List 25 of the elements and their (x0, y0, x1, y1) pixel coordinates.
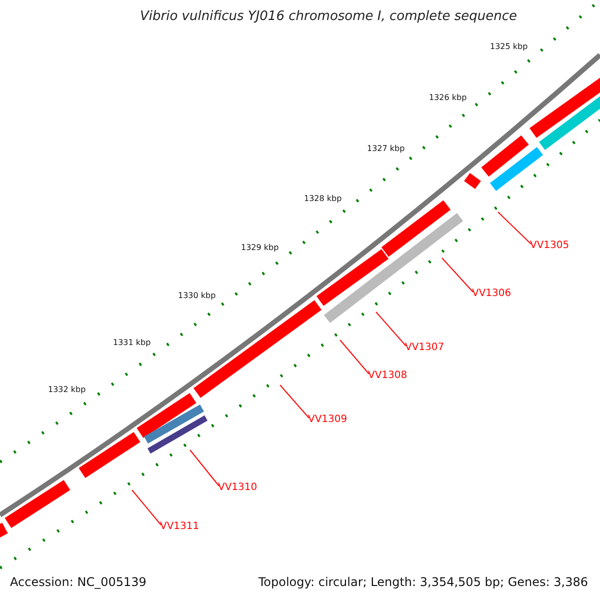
leader-line (340, 340, 370, 374)
leader-line (280, 384, 310, 418)
scale-label: 1327 kbp (367, 144, 405, 153)
gene-label: VV1310 (218, 482, 258, 493)
gene-label: VV1308 (368, 370, 408, 381)
scale-label: 1329 kbp (241, 243, 279, 252)
scale-label: 1331 kbp (113, 338, 151, 347)
gene-label: VV1307 (405, 342, 444, 353)
scale-label: 1328 kbp (304, 194, 342, 203)
scale-label: 1332 kbp (48, 385, 86, 394)
gene-label: VV1306 (472, 288, 512, 299)
gene-label: VV1305 (530, 240, 570, 251)
leader-line (190, 450, 220, 486)
gene-label: VV1309 (308, 414, 348, 425)
leader-line (442, 258, 474, 292)
scale-label: 1326 kbp (429, 93, 467, 102)
scale-label: 1330 kbp (178, 291, 216, 300)
chart-title: Vibrio vulnificus YJ016 chromosome I, complete sequence (140, 9, 518, 24)
leader-line (376, 312, 406, 346)
summary-text: Topology: circular; Length: 3,354,505 bp; Genes: 3,386 (258, 575, 588, 589)
accession-text: Accession: NC_005139 (10, 575, 146, 589)
leader-line (498, 212, 532, 244)
scale-label: 1325 kbp (490, 42, 528, 51)
gene-label: VV1311 (160, 521, 200, 532)
leader-line (132, 490, 162, 526)
